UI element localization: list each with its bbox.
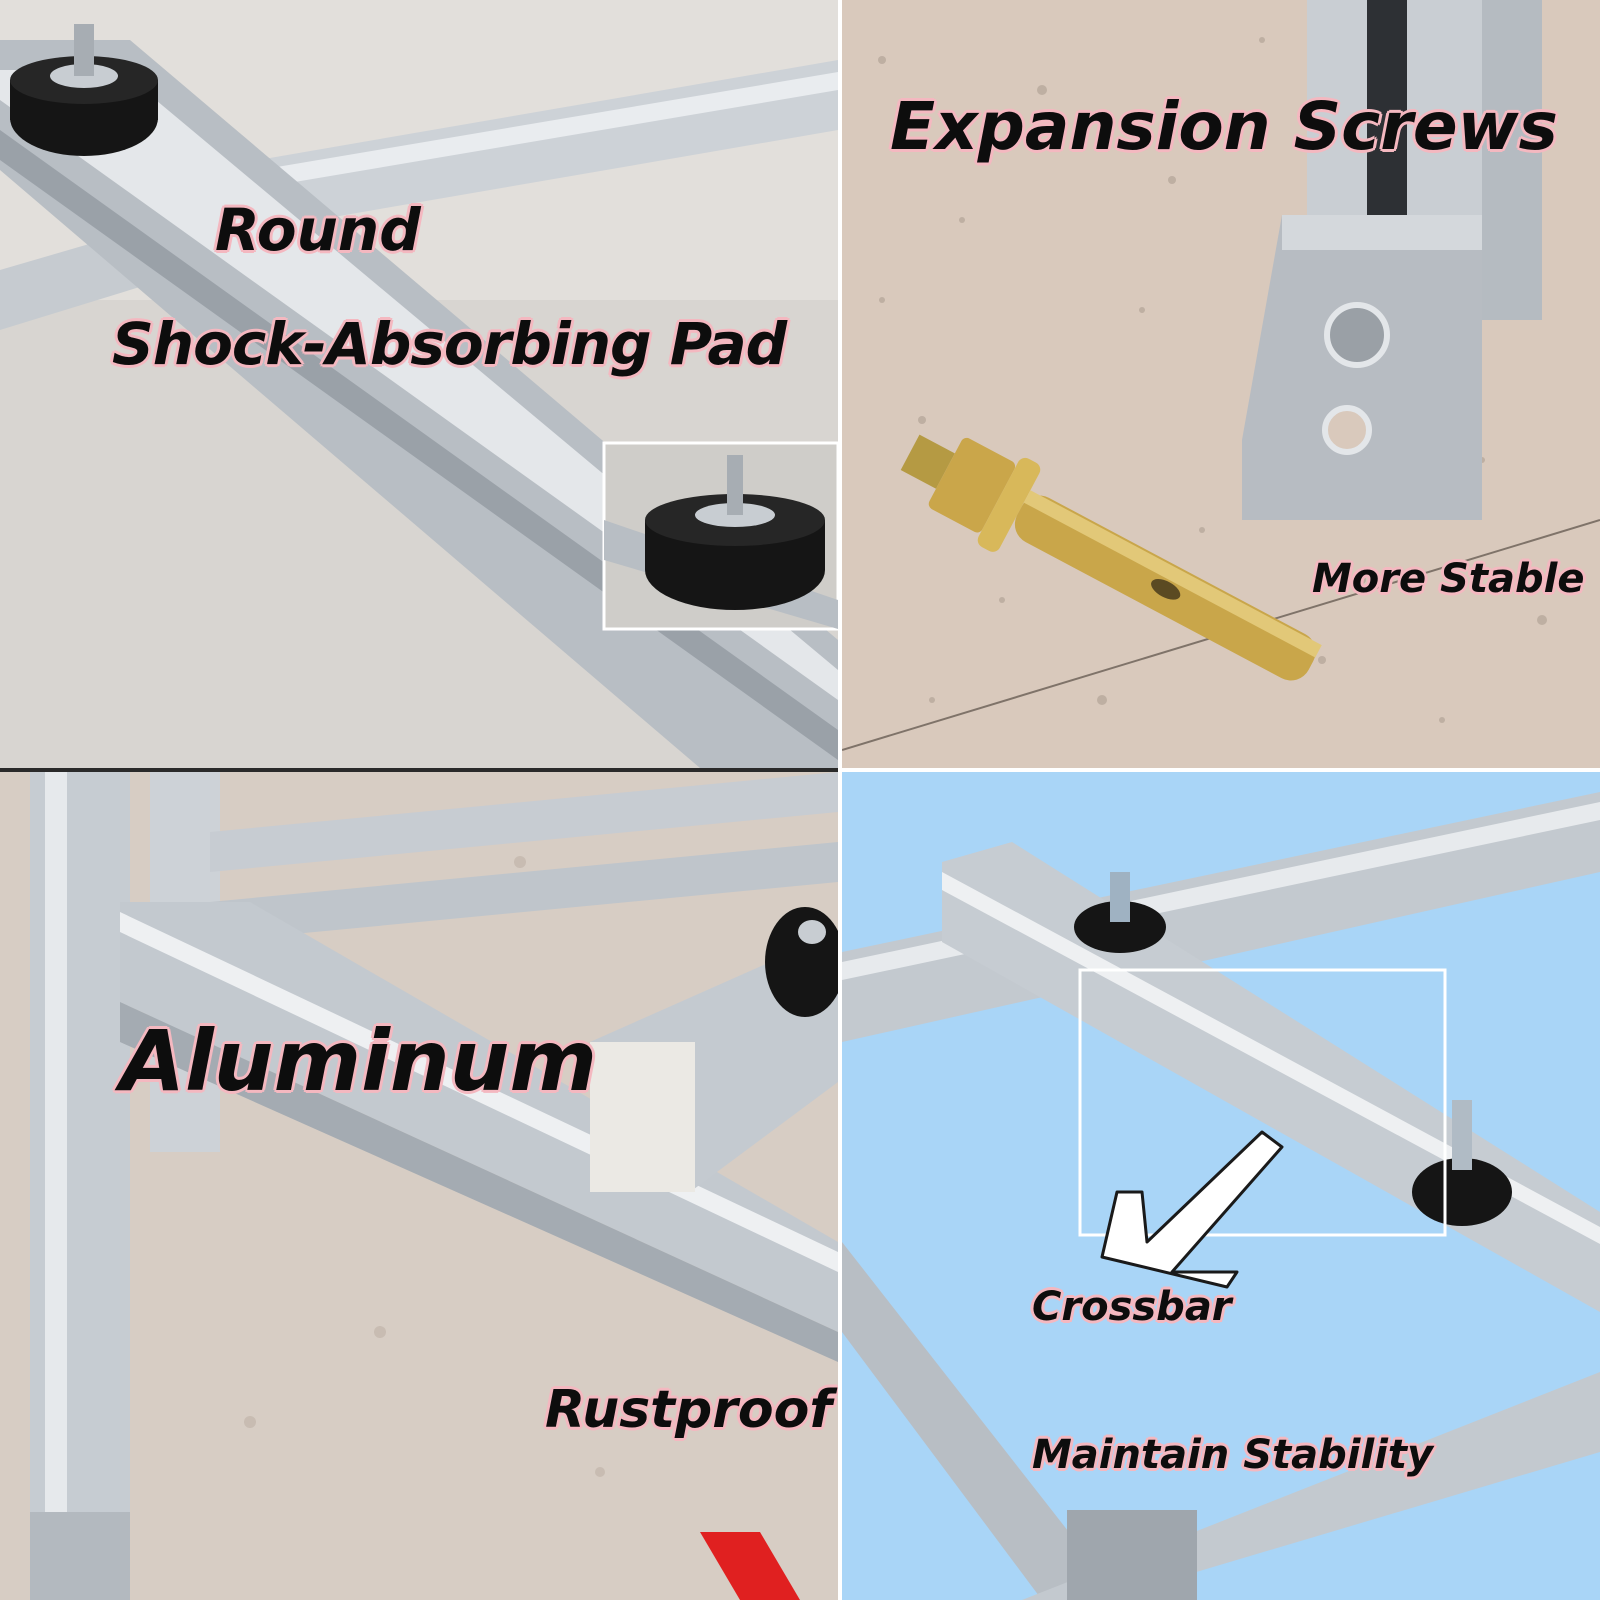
expansion-screws-title: Expansion Screws [890, 88, 1558, 165]
panel-shock-pad: Round Shock-Absorbing Pad [0, 0, 838, 768]
panel-divider-horizontal [0, 768, 838, 772]
more-stable-caption: More Stable [1312, 556, 1585, 602]
crossbar-caption: Crossbar [1032, 1284, 1232, 1330]
panel-expansion-screws: Expansion Screws More Stable [842, 0, 1600, 768]
rustproof-caption: Rustproof [545, 1380, 832, 1440]
crossbar-photo [842, 772, 1600, 1600]
panel-crossbar: Crossbar Maintain Stability [842, 772, 1600, 1600]
panel-aluminum: Aluminum Rustproof [0, 772, 838, 1600]
expansion-screw-photo [842, 0, 1600, 768]
panel-divider-vertical [838, 0, 842, 1600]
maintain-stability-caption: Maintain Stability [1032, 1432, 1434, 1478]
round-label: Round [215, 196, 421, 264]
shock-pad-photo [0, 0, 838, 768]
shock-absorbing-pad-label: Shock-Absorbing Pad [112, 310, 787, 378]
aluminum-frame-photo [0, 772, 838, 1600]
aluminum-title: Aluminum [120, 1012, 598, 1110]
